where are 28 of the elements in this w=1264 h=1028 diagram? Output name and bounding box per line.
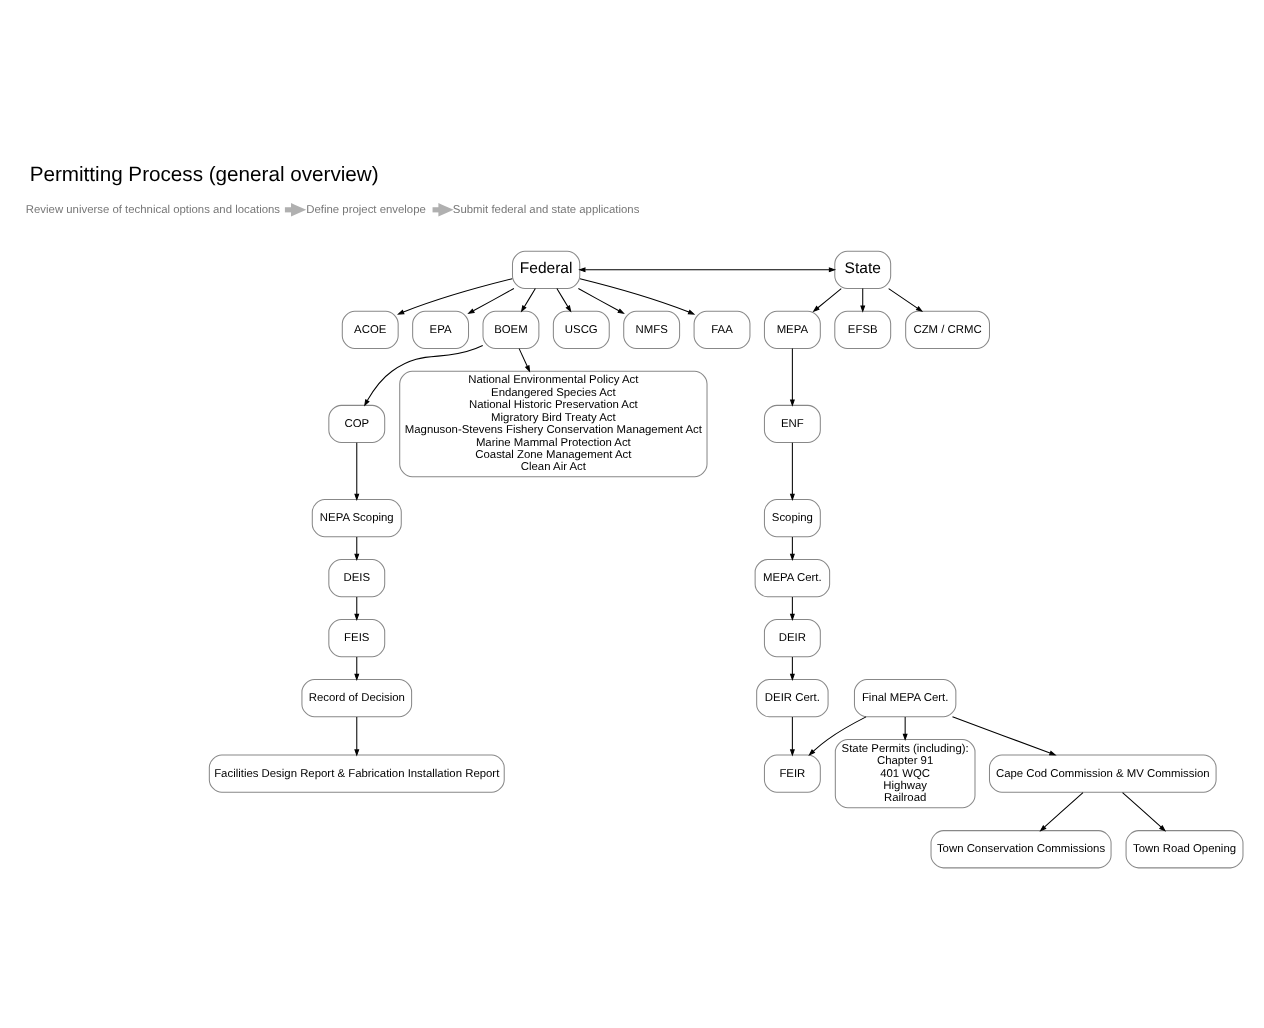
arrow — [577, 288, 625, 315]
arrow — [808, 716, 867, 756]
arrow — [578, 267, 837, 273]
arrow — [354, 442, 360, 501]
arrow — [556, 288, 572, 313]
arrow — [902, 716, 908, 742]
arrow — [467, 288, 515, 315]
arrow — [518, 348, 531, 373]
arrow — [789, 656, 795, 682]
arrow — [364, 345, 484, 407]
arrow — [951, 716, 1057, 756]
diagram-title: Permitting Process (general overview) — [29, 164, 379, 187]
arrow — [888, 288, 924, 313]
arrow — [354, 656, 360, 682]
arrow — [789, 442, 795, 501]
arrow — [354, 536, 360, 562]
arrow — [579, 278, 696, 315]
arrow — [1039, 792, 1084, 832]
arrow — [354, 596, 360, 622]
arrow — [789, 348, 795, 407]
arrow — [520, 288, 536, 313]
arrow — [1122, 792, 1167, 832]
arrow — [789, 596, 795, 622]
arrow — [354, 716, 360, 757]
arrow — [789, 536, 795, 562]
arrow — [397, 278, 513, 315]
arrow — [812, 288, 842, 313]
arrow — [789, 716, 795, 757]
